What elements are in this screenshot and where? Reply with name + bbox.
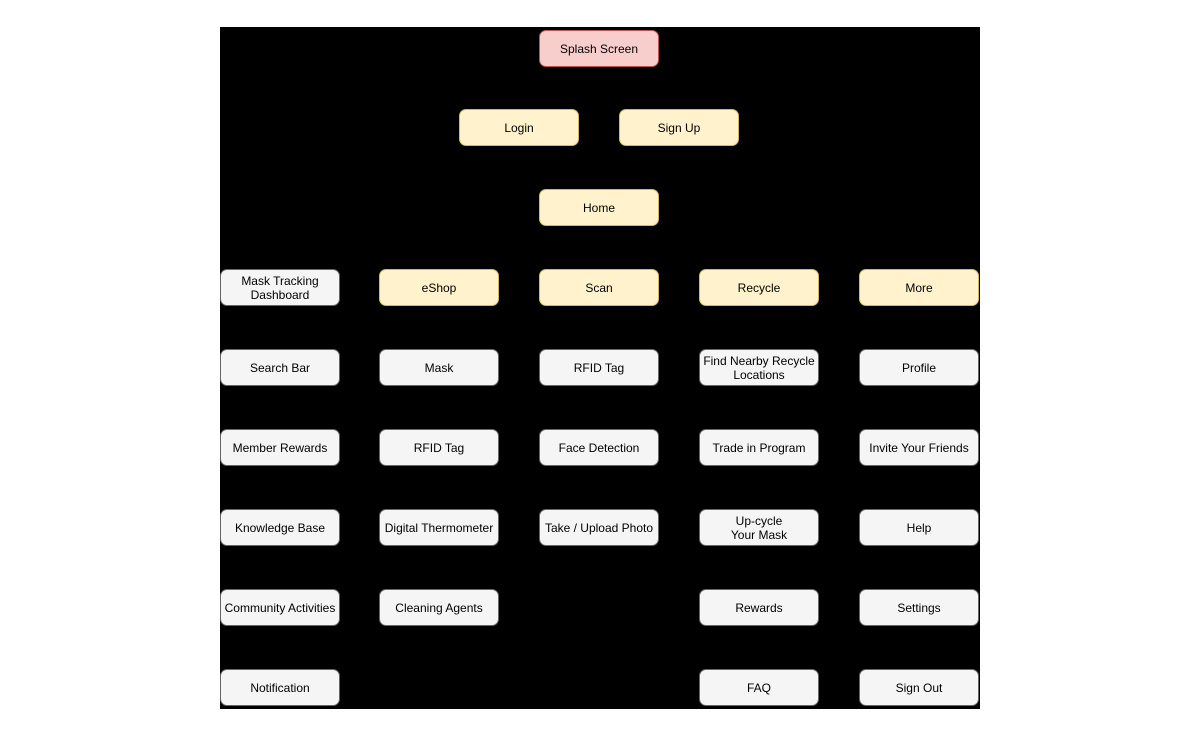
node-label: Community Activities	[224, 600, 336, 615]
node-invite-your-friends[interactable]: Invite Your Friends	[859, 429, 979, 466]
node-mask-tracking-dashboard[interactable]: Mask Tracking Dashboard	[220, 269, 340, 306]
node-label: Recycle	[737, 280, 781, 295]
node-label: Notification	[250, 680, 310, 695]
node-eshop[interactable]: eShop	[379, 269, 499, 306]
node-sign-out[interactable]: Sign Out	[859, 669, 979, 706]
node-knowledge-base[interactable]: Knowledge Base	[220, 509, 340, 546]
node-profile[interactable]: Profile	[859, 349, 979, 386]
node-label: Digital Thermometer	[384, 520, 494, 535]
node-label: FAQ	[746, 680, 771, 695]
node-label: Scan	[585, 280, 613, 295]
node-home[interactable]: Home	[539, 189, 659, 226]
node-login[interactable]: Login	[459, 109, 579, 146]
node-label: Knowledge Base	[234, 520, 326, 535]
node-label: Sign Up	[657, 120, 701, 135]
node-member-rewards[interactable]: Member Rewards	[220, 429, 340, 466]
node-cleaning-agents[interactable]: Cleaning Agents	[379, 589, 499, 626]
node-rfid-tag[interactable]: RFID Tag	[379, 429, 499, 466]
node-label: Profile	[901, 360, 936, 375]
node-up-cycle-your-mask[interactable]: Up-cycle Your Mask	[699, 509, 819, 546]
node-label: Splash Screen	[559, 41, 639, 56]
node-find-nearby-recycle-locations[interactable]: Find Nearby Recycle Locations	[699, 349, 819, 386]
node-label: Trade in Program	[712, 440, 806, 455]
node-label: eShop	[421, 280, 457, 295]
node-help[interactable]: Help	[859, 509, 979, 546]
node-faq[interactable]: FAQ	[699, 669, 819, 706]
node-label: Help	[906, 520, 932, 535]
node-label: Mask Tracking Dashboard	[241, 273, 319, 302]
node-take-upload-photo[interactable]: Take / Upload Photo	[539, 509, 659, 546]
node-search-bar[interactable]: Search Bar	[220, 349, 340, 386]
node-label: Up-cycle Your Mask	[730, 513, 788, 542]
node-notification[interactable]: Notification	[220, 669, 340, 706]
node-label: RFID Tag	[413, 440, 465, 455]
node-label: Face Detection	[558, 440, 640, 455]
node-label: Settings	[897, 600, 941, 615]
node-face-detection[interactable]: Face Detection	[539, 429, 659, 466]
node-label: Cleaning Agents	[395, 600, 483, 615]
node-label: Find Nearby Recycle Locations	[703, 353, 815, 382]
node-label: Login	[504, 120, 534, 135]
node-scan[interactable]: Scan	[539, 269, 659, 306]
node-label: Take / Upload Photo	[544, 520, 654, 535]
node-recycle[interactable]: Recycle	[699, 269, 819, 306]
node-label: Member Rewards	[232, 440, 328, 455]
node-community-activities[interactable]: Community Activities	[220, 589, 340, 626]
node-label: RFID Tag	[573, 360, 625, 375]
node-settings[interactable]: Settings	[859, 589, 979, 626]
node-label: Sign Out	[895, 680, 943, 695]
node-sign-up[interactable]: Sign Up	[619, 109, 739, 146]
node-mask[interactable]: Mask	[379, 349, 499, 386]
node-label: Rewards	[735, 600, 783, 615]
node-digital-thermometer[interactable]: Digital Thermometer	[379, 509, 499, 546]
node-label: Home	[582, 200, 615, 215]
node-label: Invite Your Friends	[869, 440, 969, 455]
node-label: Search Bar	[249, 360, 311, 375]
node-more[interactable]: More	[859, 269, 979, 306]
node-label: Mask	[424, 360, 454, 375]
node-trade-in-program[interactable]: Trade in Program	[699, 429, 819, 466]
node-rewards[interactable]: Rewards	[699, 589, 819, 626]
node-rfid-tag[interactable]: RFID Tag	[539, 349, 659, 386]
node-splash-screen[interactable]: Splash Screen	[539, 30, 659, 67]
node-label: More	[905, 280, 933, 295]
